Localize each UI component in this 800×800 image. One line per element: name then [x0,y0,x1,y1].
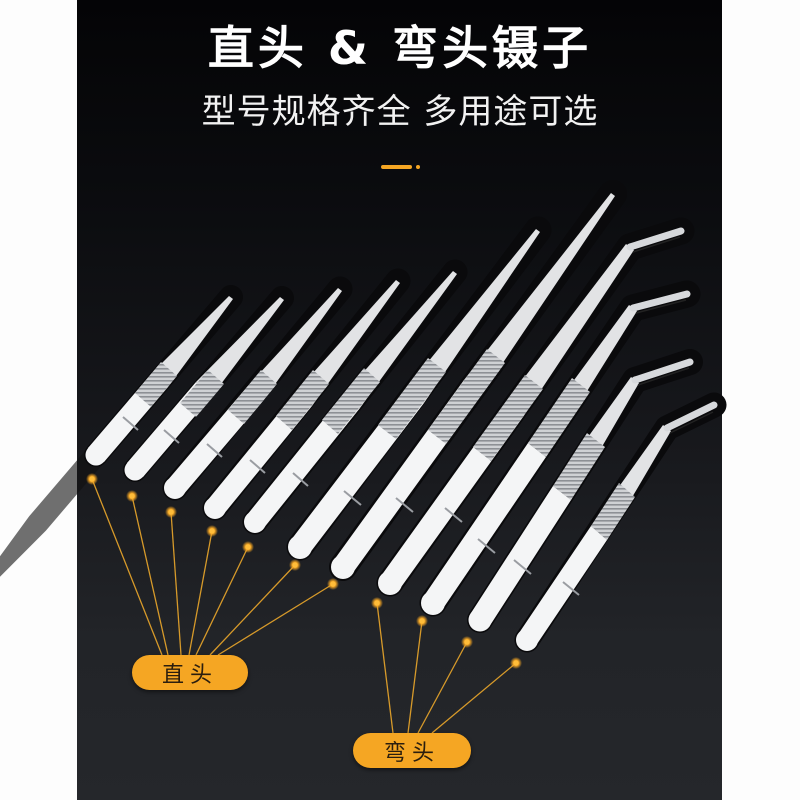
tweezer-straight-3 [162,276,353,501]
tweezer-bent-3 [467,349,703,633]
tweezer-straight-4 [202,268,411,521]
bent-head-label-text: 弯头 [383,740,440,766]
accent-divider [381,164,420,169]
tweezer-bodies [84,180,627,581]
bent-callout-dots [371,597,522,669]
straight-callout-dots [86,473,339,590]
page-subtitle: 型号规格齐全 多用途可选 [201,92,599,132]
tweezer-straight-1 [84,285,243,467]
page-title: 直头 & 弯头镊子 [207,21,593,75]
tweezer-straight-5 [242,259,468,535]
tweezer-straight-7 [329,180,627,581]
straight-tweezers-group [0,444,107,615]
tweezer-straight-1 [0,444,107,615]
straight-head-label-text: 直头 [161,662,218,688]
accent-bar [381,164,412,169]
bent-head-label: 弯头 [353,733,471,768]
tweezer-bent-1 [376,217,695,597]
bent-callout-lines [376,602,517,734]
tweezer-bent-4 [514,392,727,653]
tweezer-straight-6 [286,216,552,561]
accent-dot [416,164,420,169]
straight-head-label: 直头 [132,655,248,690]
tweezer-bent-2 [419,280,701,617]
bent-tweezers-group [376,217,727,653]
tweezer-straight-2 [123,286,294,482]
straight-callout-lines [91,478,334,656]
